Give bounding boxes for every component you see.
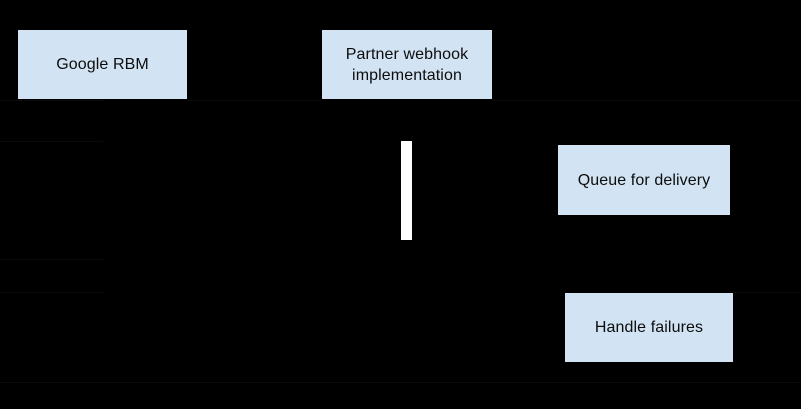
vertical-connector-icon bbox=[401, 141, 412, 240]
background-hairline bbox=[0, 141, 103, 142]
node-handle-failures[interactable]: Handle failures bbox=[565, 293, 733, 362]
node-queue-for-delivery[interactable]: Queue for delivery bbox=[558, 145, 730, 215]
background-hairline bbox=[0, 100, 103, 101]
background-hairline bbox=[188, 100, 322, 101]
background-hairline bbox=[0, 259, 103, 260]
node-partner-webhook-implementation[interactable]: Partner webhook implementation bbox=[322, 30, 492, 99]
background-hairline bbox=[734, 292, 801, 293]
background-hairline bbox=[0, 382, 801, 383]
background-hairline bbox=[0, 292, 103, 293]
node-google-rbm[interactable]: Google RBM bbox=[18, 30, 187, 99]
background-hairline bbox=[493, 100, 801, 101]
